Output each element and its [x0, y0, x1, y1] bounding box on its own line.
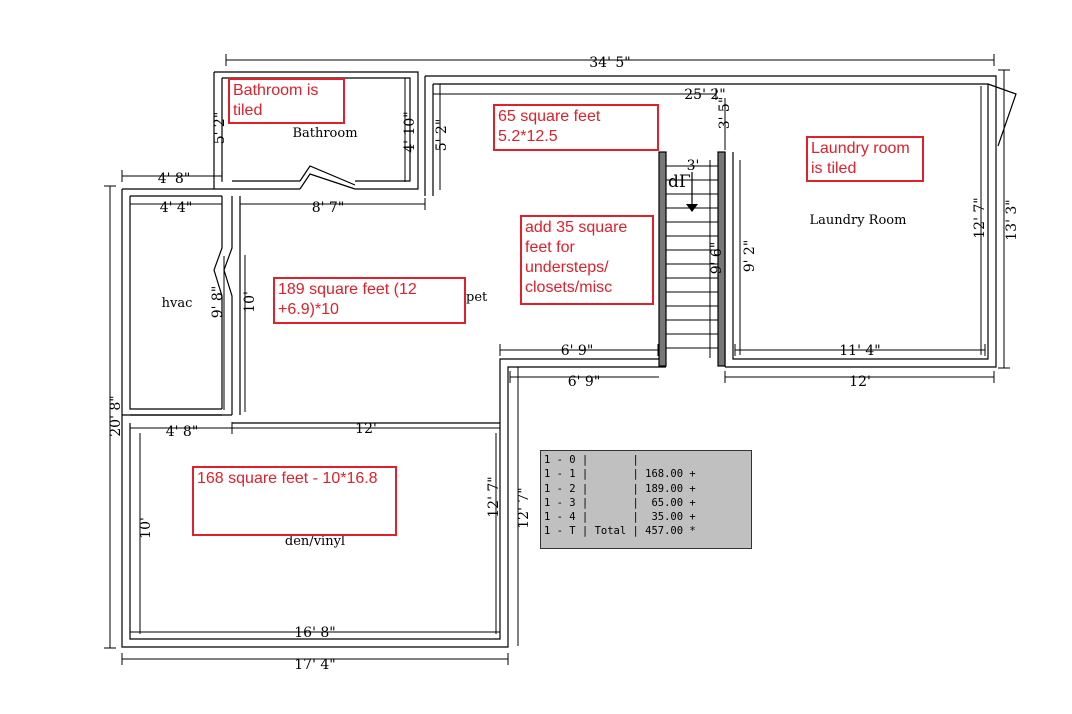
- annotation-bathroom-tiled: Bathroom is tiled: [228, 78, 345, 124]
- wall-top-inner: [433, 83, 989, 360]
- dim-right-height: 13' 3": [1004, 199, 1020, 240]
- tape-row: 1 - 3 | | 65.00 +: [544, 496, 696, 509]
- stair-treads: [666, 165, 718, 349]
- dim-step-outer: 6' 9": [568, 374, 601, 390]
- tape-row: 1 - 4 | | 35.00 +: [544, 511, 696, 524]
- tape-row: 1 - 2 | | 189.00 +: [544, 482, 696, 495]
- dim-bath-bottom-width: 8' 7": [312, 200, 345, 216]
- bathroom-door-2: [299, 173, 356, 190]
- stair-arrow-icon: [686, 172, 698, 212]
- dim-den-top-left: 4' 8": [166, 424, 199, 440]
- wall-left-inner: [129, 195, 222, 410]
- room-den-fragment: den/vinyl: [285, 534, 345, 549]
- annotation-168-square-feet: 168 square feet - 10*16.8: [192, 466, 397, 536]
- wall-left-outer: [121, 188, 666, 648]
- dim-overall-width: 34' 5": [589, 55, 630, 71]
- bathroom-door: [299, 165, 356, 186]
- tape-row-total: 1 - T | Total | 457.00 *: [544, 525, 696, 538]
- wall-corridor-left: [424, 76, 434, 196]
- dim-hvac-top-inner: 4' 4": [160, 200, 193, 216]
- dimension-lines: [104, 54, 1010, 665]
- dim-den-top-right: 12': [355, 421, 377, 437]
- tape-row: 1 - 1 | | 168.00 +: [544, 468, 696, 481]
- dim-hvac-top-outer: 4' 8": [158, 171, 191, 187]
- dim-laundry-height-outer: 12' 7": [972, 197, 988, 238]
- dimension-labels: 34' 5" 25' 2" 13' 3" 20' 8" 17' 4" 5' 2"…: [108, 55, 1020, 673]
- room-labels: Bathroom hvac pet Laundry Room den/vinyl…: [162, 126, 907, 549]
- room-hvac: hvac: [162, 296, 193, 311]
- dim-den-bottom-inner: 16' 8": [294, 625, 335, 641]
- dim-laundry-width-outer: 12': [849, 374, 871, 390]
- calculation-tape: 1 - 0 | | 1 - 1 | | 168.00 + 1 - 2 | | 1…: [540, 450, 752, 549]
- dim-den-right-inner: 12' 7": [486, 476, 502, 517]
- wall-den-inner: [129, 358, 659, 640]
- annotation-add-35-square-feet: add 35 square feet for understeps/ close…: [520, 215, 654, 305]
- dim-laundry-width-inner: 11' 4": [839, 343, 880, 359]
- stair-wall-left: [658, 151, 667, 367]
- dim-stair-width-small: 3': [687, 158, 700, 174]
- stair-wall-right: [717, 151, 726, 367]
- annotation-65-square-feet: 65 square feet 5.2*12.5: [493, 104, 659, 151]
- dim-left-height: 20' 8": [108, 395, 124, 436]
- wall-top-outer: [425, 75, 997, 368]
- dim-bottom-width: 17' 4": [294, 657, 335, 673]
- wall-bathroom-bottom-left: [232, 180, 300, 190]
- room-bathroom: Bathroom: [292, 126, 357, 141]
- room-carpet-fragment: pet: [466, 290, 488, 305]
- room-laundry: Laundry Room: [810, 213, 907, 228]
- wall-den-top: [130, 414, 500, 424]
- dim-carpet-height: 10': [242, 291, 258, 313]
- stair-label: dΓ: [668, 172, 691, 192]
- dim-bath-left-height: 5' 2": [212, 112, 228, 145]
- dim-laundry-height-inner: 9' 2": [742, 240, 758, 273]
- laundry-door: [987, 83, 1017, 147]
- annotation-laundry-tiled: Laundry room is tiled: [806, 136, 924, 182]
- dim-step-inner: 6' 9": [561, 343, 594, 359]
- dim-bath-right-height: 4' 10": [402, 111, 418, 152]
- dim-den-right-outer: 12' 7": [516, 487, 532, 528]
- dim-upper-mid-width: 25' 2": [684, 87, 725, 103]
- tape-row: 1 - 0 | |: [544, 454, 639, 466]
- wall-hvac-right: [213, 196, 223, 409]
- dim-stair-top-height: 3' 5": [717, 97, 733, 130]
- dim-den-left-height: 10': [138, 517, 154, 539]
- dim-stair-height: 9' 6": [709, 242, 725, 275]
- wall-bathroom-top: [214, 71, 419, 190]
- dim-corridor-height: 5' 2": [434, 119, 450, 152]
- dim-hvac-height: 9' 8": [210, 286, 226, 319]
- annotation-189-square-feet: 189 square feet (12 +6.9)*10: [273, 277, 466, 324]
